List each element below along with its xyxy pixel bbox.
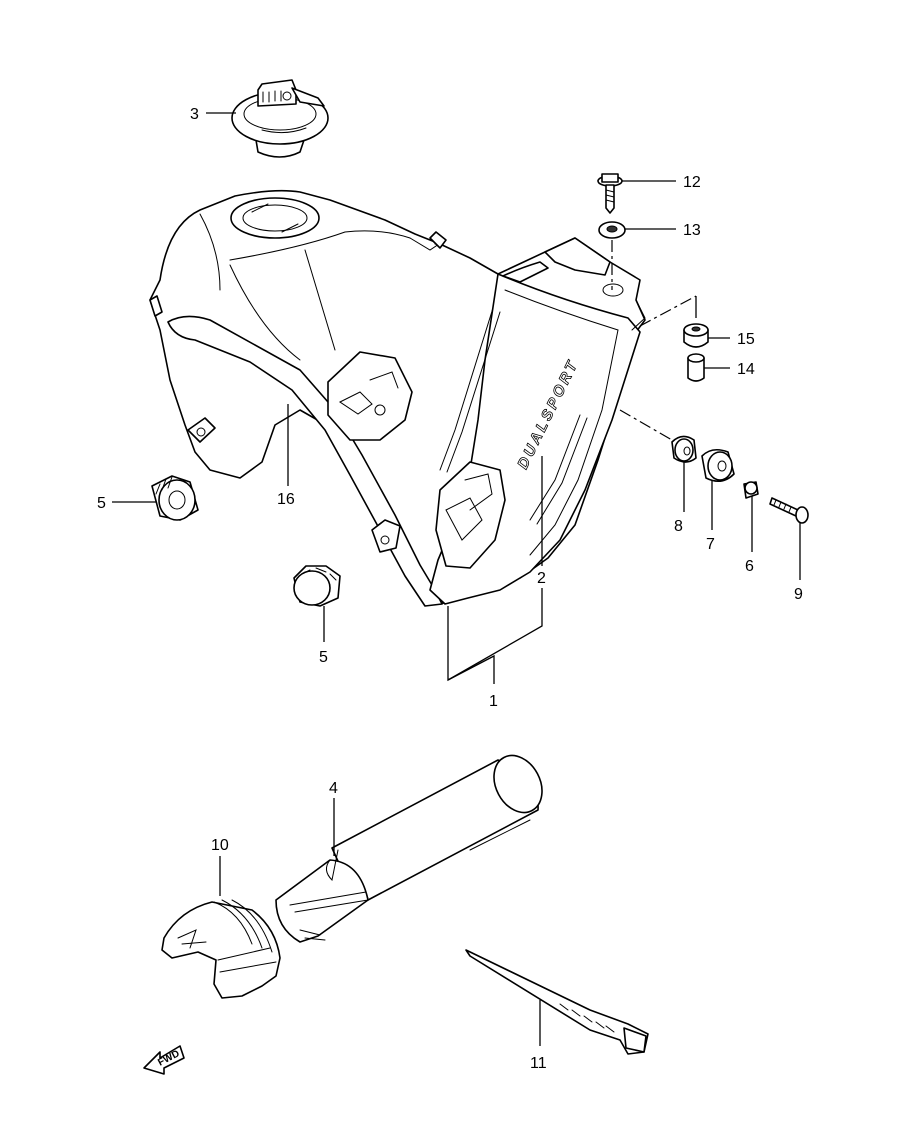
washer-13-part bbox=[598, 221, 626, 239]
centerline-upper-mount bbox=[639, 295, 697, 327]
callout-3: 3 bbox=[190, 106, 199, 123]
callout-9: 9 bbox=[794, 586, 803, 603]
cushion-7-part bbox=[701, 448, 735, 482]
callout-10: 10 bbox=[211, 837, 229, 854]
callout-16: 16 bbox=[277, 491, 295, 508]
callout-2: 2 bbox=[537, 570, 546, 587]
callout-1: 1 bbox=[489, 693, 498, 710]
grommet-15-part bbox=[683, 323, 709, 348]
fuel-tank-part: DUALSPORT bbox=[149, 189, 646, 607]
protector-part bbox=[275, 754, 543, 943]
cable-tie-part bbox=[465, 949, 649, 1055]
bolt-12-part bbox=[597, 173, 623, 214]
cushion-8-part bbox=[671, 435, 697, 463]
callout-5-center: 5 bbox=[319, 649, 328, 666]
fwd-arrow-icon: FWD bbox=[143, 1045, 185, 1075]
callout-13: 13 bbox=[683, 222, 701, 239]
callout-5-left: 5 bbox=[97, 495, 106, 512]
callout-6: 6 bbox=[745, 558, 754, 575]
callout-12: 12 bbox=[683, 174, 701, 191]
cushion-center-part bbox=[293, 565, 341, 607]
collar-6-part bbox=[743, 481, 759, 499]
callout-4: 4 bbox=[329, 780, 338, 797]
callout-8: 8 bbox=[674, 518, 683, 535]
callout-15: 15 bbox=[737, 331, 755, 348]
callout-14: 14 bbox=[737, 361, 755, 378]
fuel-cap-part bbox=[231, 79, 329, 158]
callout-7: 7 bbox=[706, 536, 715, 553]
cushion-left-part bbox=[151, 475, 199, 521]
bolt-9-part bbox=[769, 497, 809, 524]
centerline-lower-mount bbox=[619, 409, 673, 441]
collar-14-part bbox=[687, 353, 705, 382]
callouts: 3 12 13 15 14 5 16 8 7 6 9 2 5 1 4 10 11 bbox=[97, 106, 803, 1072]
hose-guide-part bbox=[161, 899, 281, 999]
leader-lines bbox=[112, 112, 801, 1046]
callout-11: 11 bbox=[530, 1055, 547, 1072]
